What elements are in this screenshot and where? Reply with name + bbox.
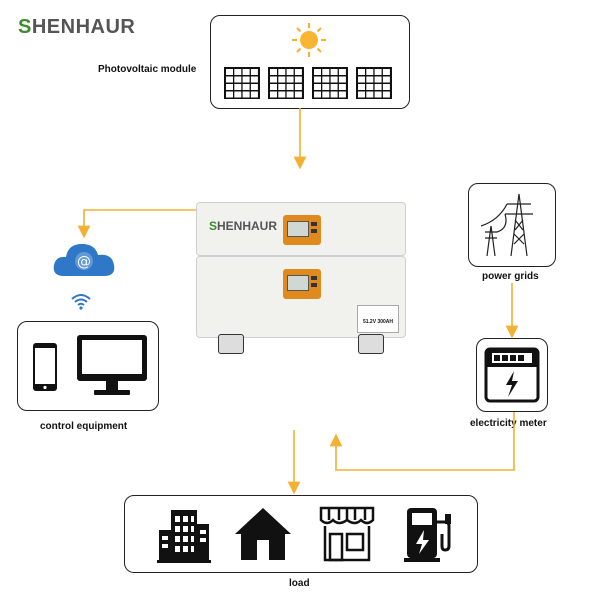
control-equipment-label: control equipment — [40, 421, 128, 432]
svg-text:@: @ — [77, 254, 91, 270]
control-equipment-box — [17, 321, 159, 411]
wifi-icon — [71, 294, 91, 310]
unit-brand-initial: S — [209, 219, 218, 233]
button-dot-lower — [311, 276, 317, 280]
brand-logo-rest: HENHAUR — [31, 16, 136, 38]
load-label: load — [289, 578, 310, 589]
cloud-at-icon: @ — [53, 244, 115, 276]
photovoltaic-module-box — [210, 15, 410, 109]
battery-lower-module: 51.2V 300AH — [196, 256, 406, 338]
house-icon — [235, 508, 291, 560]
lcd-screen-lower — [287, 275, 309, 291]
battery-unit: SHENHAUR 51.2V 300AH — [196, 202, 406, 354]
power-tower-icon — [480, 193, 533, 257]
button-dot-lower-2 — [311, 283, 317, 287]
spec-label: 51.2V 300AH — [362, 319, 394, 325]
bms-display-upper — [283, 215, 321, 245]
button-dot-upper-2 — [311, 229, 317, 233]
power-grids-box — [468, 183, 556, 267]
solar-panel-icon — [224, 67, 260, 99]
ev-charger-icon — [404, 508, 451, 562]
power-grids-label: power grids — [482, 271, 539, 282]
photovoltaic-module-label: Photovoltaic module — [98, 64, 197, 75]
electricity-meter-label: electricity meter — [470, 418, 547, 429]
load-box — [124, 495, 478, 573]
unit-brand-rest: HENHAUR — [217, 219, 278, 233]
arrow-battery-to-cloud — [77, 209, 196, 239]
spec-plate: 51.2V 300AH — [357, 305, 399, 333]
battery-upper-module: SHENHAUR — [196, 202, 406, 256]
wheel-right — [358, 334, 384, 354]
shop-icon — [319, 506, 375, 562]
solar-panel-icon — [312, 67, 348, 99]
monitor-icon — [77, 335, 147, 395]
wheel-left — [218, 334, 244, 354]
brand-logo-initial: S — [18, 16, 32, 38]
solar-panel-icon — [356, 67, 392, 99]
smartphone-icon — [33, 343, 57, 391]
building-icon — [157, 510, 211, 563]
electricity-meter-box — [476, 338, 548, 412]
sun-icon — [292, 23, 326, 57]
brand-logo: SHENHAUR — [18, 16, 135, 39]
solar-panel-icon — [268, 67, 304, 99]
bms-display-lower — [283, 269, 321, 299]
unit-brand-logo: SHENHAUR — [209, 219, 277, 233]
button-dot-upper — [311, 222, 317, 226]
electricity-meter-icon — [484, 347, 540, 403]
lcd-screen-upper — [287, 221, 309, 237]
